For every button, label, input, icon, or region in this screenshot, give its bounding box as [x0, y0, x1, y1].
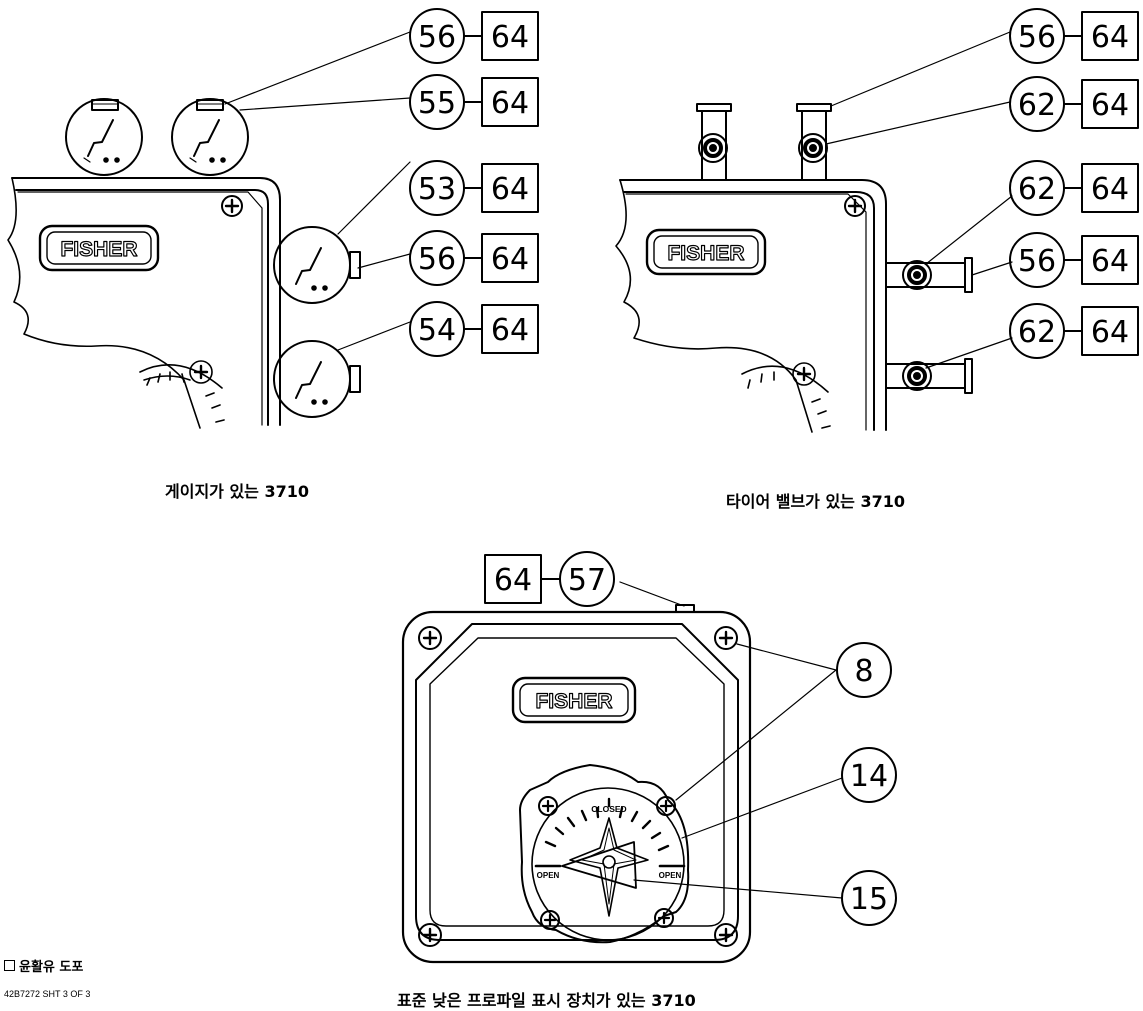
cover-screw-icon	[418, 626, 442, 650]
tire-valve-icon	[696, 103, 732, 181]
svg-text:OPEN: OPEN	[659, 871, 682, 880]
svg-text:56: 56	[1018, 244, 1056, 279]
cover-screw-icon	[221, 195, 243, 217]
part-callout: 56 64	[1009, 8, 1139, 64]
view-gauges: FISHER	[7, 8, 539, 429]
part-callout: 64 57	[484, 551, 615, 607]
svg-text:64: 64	[491, 313, 529, 348]
view-tire-valves: FISHER	[615, 8, 1139, 433]
part-callout: 14	[841, 747, 897, 803]
document-id: 42B7272 SHT 3 OF 3	[4, 989, 91, 999]
caption-tire-valves: 타이어 밸브가 있는 3710	[726, 492, 906, 511]
svg-text:14: 14	[850, 759, 888, 794]
svg-text:64: 64	[1091, 172, 1129, 207]
svg-text:15: 15	[850, 882, 888, 917]
part-callout: 56 64	[409, 8, 539, 64]
svg-text:56: 56	[1018, 20, 1056, 55]
svg-text:FISHER: FISHER	[667, 242, 744, 265]
svg-text:OPEN: OPEN	[537, 871, 560, 880]
part-callout: 56 64	[409, 230, 539, 286]
part-callout: 8	[836, 642, 892, 698]
svg-text:62: 62	[1018, 315, 1056, 350]
lubricant-legend: 윤활유 도포	[4, 956, 83, 975]
pressure-gauge-icon	[273, 340, 361, 418]
part-callout: 53 64	[409, 160, 539, 216]
tire-valve-icon	[885, 257, 973, 293]
svg-text:55: 55	[418, 86, 456, 121]
legend-text: 윤활유 도포	[19, 960, 84, 975]
svg-text:CLOSED: CLOSED	[591, 804, 626, 814]
svg-text:62: 62	[1018, 88, 1056, 123]
svg-text:56: 56	[418, 242, 456, 277]
part-callout: 62 64	[1009, 76, 1139, 132]
part-callout: 54 64	[409, 301, 539, 357]
svg-text:64: 64	[491, 242, 529, 277]
fisher-logo: FISHER	[511, 676, 637, 724]
svg-text:62: 62	[1018, 172, 1056, 207]
view-low-profile: FISHER	[401, 551, 897, 964]
svg-text:64: 64	[1091, 88, 1129, 123]
part-callout: 62 64	[1009, 303, 1139, 359]
cover-screw-icon	[714, 626, 738, 650]
lubricant-box-icon	[4, 960, 15, 971]
part-callout: 56 64	[1009, 232, 1139, 288]
pressure-gauge-icon	[171, 98, 249, 176]
svg-text:54: 54	[418, 313, 456, 348]
svg-text:64: 64	[491, 20, 529, 55]
caption-gauges: 게이지가 있는 3710	[165, 482, 309, 501]
svg-text:53: 53	[418, 172, 456, 207]
svg-text:56: 56	[418, 20, 456, 55]
indicator-dial-edge	[741, 362, 831, 429]
svg-text:64: 64	[494, 563, 532, 598]
svg-text:57: 57	[568, 563, 606, 598]
svg-text:FISHER: FISHER	[60, 238, 137, 261]
fisher-logo: FISHER	[38, 224, 160, 272]
caption-low-profile: 표준 낮은 프로파일 표시 장치가 있는 3710	[397, 991, 696, 1010]
tire-valve-icon	[885, 358, 973, 394]
part-callout: 55 64	[409, 74, 539, 130]
tire-valve-icon	[796, 103, 832, 181]
part-callout: 15	[841, 870, 897, 926]
svg-text:64: 64	[491, 172, 529, 207]
fisher-logo: FISHER	[645, 228, 767, 276]
indicator-dial-edge	[139, 360, 225, 423]
svg-text:64: 64	[1091, 20, 1129, 55]
pressure-gauge-icon	[65, 98, 143, 176]
svg-text:64: 64	[1091, 244, 1129, 279]
svg-text:64: 64	[491, 86, 529, 121]
svg-text:8: 8	[854, 654, 873, 689]
svg-text:FISHER: FISHER	[535, 690, 612, 713]
pressure-gauge-icon	[273, 226, 361, 304]
cover-screw-icon	[844, 195, 866, 217]
part-callout: 62 64	[1009, 160, 1139, 216]
position-indicator-dial: CLOSED OPEN OPEN	[519, 764, 690, 944]
cover-screw-icon	[418, 923, 442, 947]
svg-text:64: 64	[1091, 315, 1129, 350]
cover-screw-icon	[714, 923, 738, 947]
